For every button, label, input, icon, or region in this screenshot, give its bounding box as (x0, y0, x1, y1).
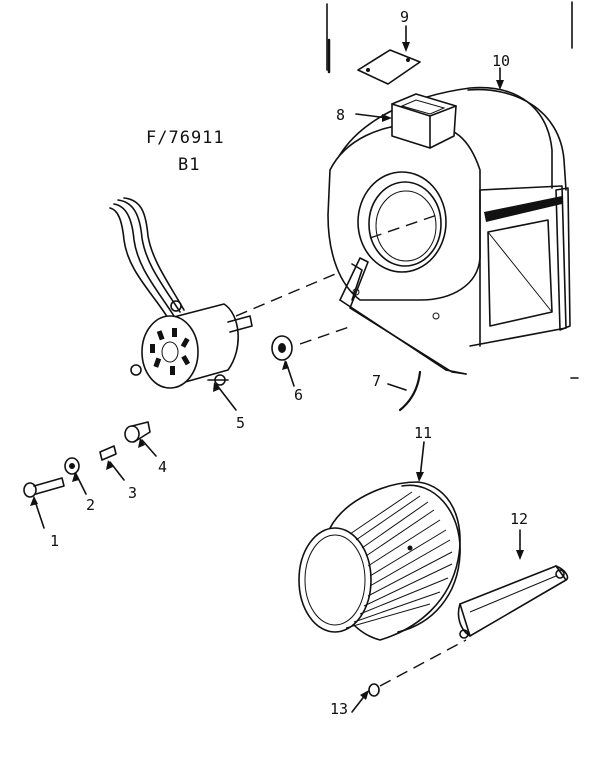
screw-part-13 (368, 683, 380, 697)
bolt-part-1 (23, 477, 65, 498)
callout-9: 9 (400, 8, 409, 26)
callout-5: 5 (236, 414, 245, 432)
cutoff-box (391, 93, 457, 149)
callout-labels: 1 2 3 4 5 6 7 8 9 10 11 12 13 (50, 8, 528, 718)
callout-6: 6 (294, 386, 303, 404)
spacer-part-3 (99, 445, 117, 461)
nut-part-4 (124, 421, 151, 443)
callout-1: 1 (50, 532, 59, 550)
motor (109, 197, 253, 389)
leader-arrows (30, 25, 524, 713)
callout-8: 8 (336, 106, 345, 124)
margin-marks (326, 1, 579, 379)
callout-10: 10 (492, 52, 510, 70)
cutoff-plate (457, 565, 569, 639)
callout-13: 13 (330, 700, 348, 718)
callout-2: 2 (86, 496, 95, 514)
resilient-mount (271, 335, 293, 361)
blower-wheel (298, 481, 461, 641)
cover-plate (357, 49, 421, 85)
callout-7: 7 (372, 372, 381, 390)
washer-part-2 (64, 457, 80, 475)
model-number: F/76911 (146, 128, 225, 148)
assembly-lines (235, 213, 467, 687)
sub-label: B1 (178, 155, 200, 175)
callout-12: 12 (510, 510, 528, 528)
callout-3: 3 (128, 484, 137, 502)
callout-11: 11 (414, 424, 432, 442)
callout-4: 4 (158, 458, 167, 476)
blower-housing (327, 86, 571, 375)
